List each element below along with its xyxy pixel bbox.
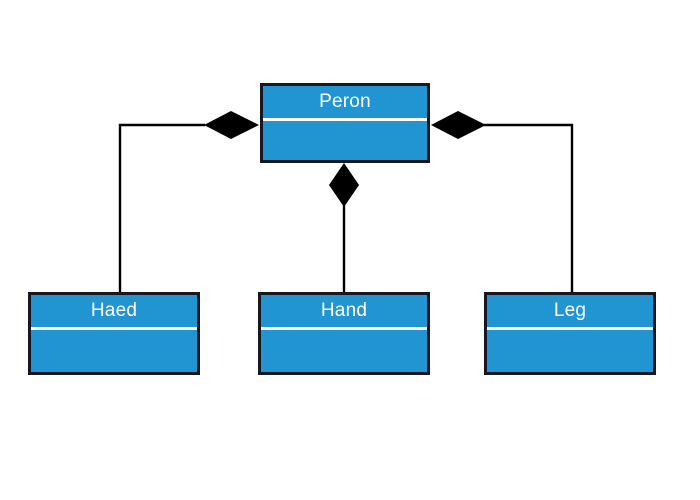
edge-peron-leg: [483, 123, 574, 296]
class-box-hand[interactable]: Hand: [258, 292, 430, 375]
composition-diamond-left-icon: [204, 111, 259, 139]
class-divider-peron: [263, 118, 427, 121]
class-box-peron[interactable]: Peron: [260, 83, 430, 163]
class-box-haed[interactable]: Haed: [28, 292, 200, 375]
composition-diamond-right-icon: [431, 111, 486, 139]
class-name-hand: Hand: [320, 300, 368, 321]
class-name-leg: Leg: [553, 300, 587, 321]
edge-peron-haed: [118, 123, 206, 296]
class-name-haed: Haed: [90, 300, 138, 321]
class-name-peron: Peron: [319, 91, 371, 112]
composition-diamond-bottom-icon: [329, 163, 359, 207]
class-divider-leg: [487, 327, 653, 330]
class-box-leg[interactable]: Leg: [484, 292, 656, 375]
class-divider-haed: [31, 327, 197, 330]
class-divider-hand: [261, 327, 427, 330]
